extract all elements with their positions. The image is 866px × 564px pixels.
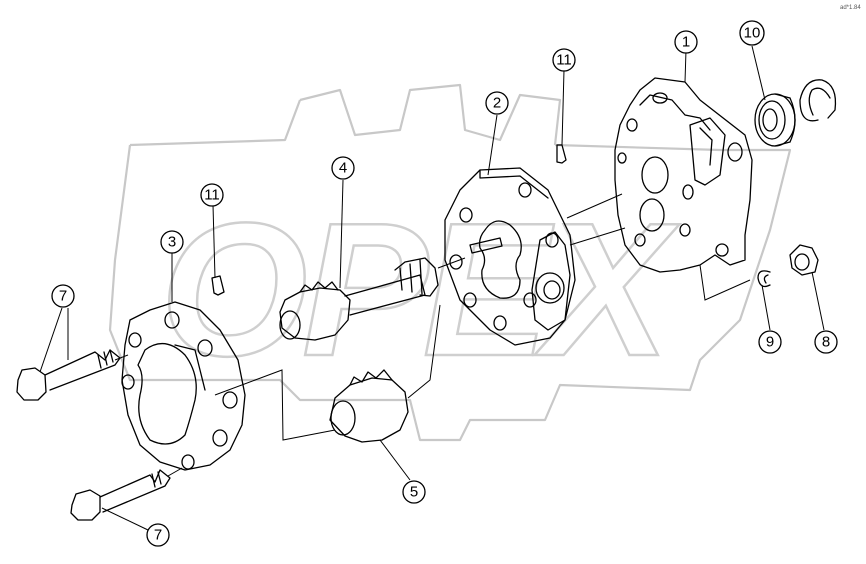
callout-4: 4	[331, 156, 355, 180]
callout-7-upper-label: 7	[59, 288, 67, 305]
callout-4-label: 4	[339, 160, 347, 177]
watermark-text: OPEX	[160, 184, 680, 396]
part-11-pin-lower	[211, 204, 225, 296]
part-8-plug	[789, 244, 825, 331]
callout-8-label: 8	[822, 334, 830, 351]
callout-5: 5	[402, 480, 426, 504]
part-5-driven-gear	[329, 304, 441, 481]
callout-10-label: 10	[744, 25, 761, 42]
part-10-bearing	[751, 45, 796, 147]
corner-tag: ad*1.84	[840, 5, 861, 11]
callout-11-upper: 11	[552, 48, 576, 72]
watermark-gear-outline	[108, 83, 792, 442]
callout-1-label: 1	[682, 34, 690, 51]
callout-9-label: 9	[766, 334, 774, 351]
callout-2-label: 2	[493, 95, 501, 112]
part-2-gear-body	[444, 114, 626, 346]
callout-11-upper-label: 11	[556, 52, 572, 69]
callout-9: 9	[758, 330, 782, 354]
part-1-rear-housing	[614, 49, 753, 273]
callout-3: 3	[160, 230, 184, 254]
callout-5-label: 5	[410, 484, 418, 501]
callout-7-lower-label: 7	[154, 527, 162, 544]
callout-2: 2	[485, 91, 509, 115]
part-11-pin-upper	[556, 69, 567, 164]
part-7-bolt-lower	[70, 467, 183, 531]
callout-7-lower: 7	[146, 523, 170, 547]
part-4-drive-shaft	[279, 179, 466, 341]
part-3-front-cover	[121, 252, 336, 471]
part-retaining-ring	[799, 79, 837, 122]
part-9-oring	[699, 264, 771, 331]
callout-10: 10	[739, 20, 765, 46]
callout-3-label: 3	[168, 234, 176, 251]
callout-1: 1	[674, 30, 698, 54]
callout-11-lower-label: 11	[204, 187, 220, 204]
callout-8: 8	[814, 330, 838, 354]
part-7-bolt-upper	[16, 307, 129, 401]
callout-7-upper: 7	[51, 284, 75, 308]
callout-11-lower: 11	[200, 183, 224, 207]
